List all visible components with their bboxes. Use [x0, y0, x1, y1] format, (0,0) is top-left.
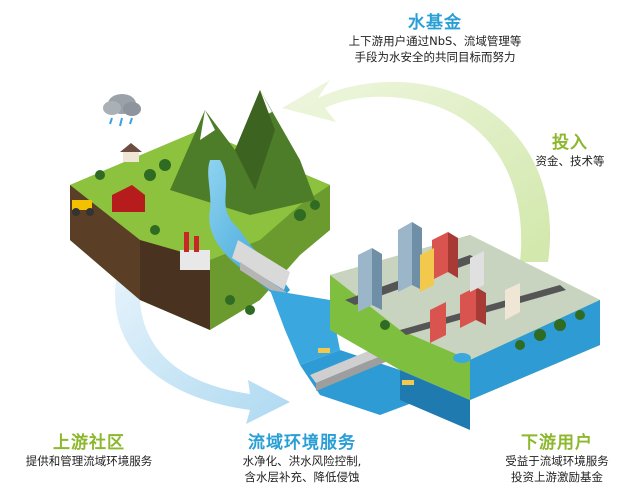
- investment-text: 资金、技术等: [535, 154, 605, 168]
- upstream-title: 上游社区: [53, 433, 125, 453]
- water-fund-line-2: 手段为水安全的共同目标而努力: [354, 50, 516, 64]
- rain-cloud-icon: [103, 94, 141, 127]
- downstream-title: 下游用户: [521, 433, 593, 453]
- water-fund-line-1: 上下游用户通过NbS、流域管理等: [348, 34, 522, 48]
- downstream-line-1: 受益于流域环境服务: [505, 454, 609, 468]
- water-fund-block: 水基金 上下游用户通过NbS、流域管理等 手段为水安全的共同目标而努力: [330, 8, 540, 65]
- services-block: 流域环境服务 水净化、洪水风险控制, 含水层补充、降低侵蚀: [222, 428, 382, 485]
- investment-title: 投入: [552, 133, 588, 153]
- services-line-2: 含水层补充、降低侵蚀: [244, 470, 360, 484]
- downstream-city: [318, 222, 600, 430]
- investment-block: 投入 资金、技术等: [520, 128, 620, 169]
- services-line-1: 水净化、洪水风险控制,: [242, 454, 362, 468]
- water-fund-title: 水基金: [408, 13, 462, 33]
- downstream-block: 下游用户 受益于流域环境服务 投资上游激励基金: [482, 428, 632, 485]
- upstream-text: 提供和管理流域环境服务: [25, 454, 153, 468]
- upstream-block: 上游社区 提供和管理流域环境服务: [4, 428, 174, 469]
- services-title: 流域环境服务: [248, 433, 356, 453]
- upstream-land: [70, 90, 330, 330]
- downstream-line-2: 投资上游激励基金: [511, 470, 603, 484]
- investment-arrow: [282, 80, 551, 262]
